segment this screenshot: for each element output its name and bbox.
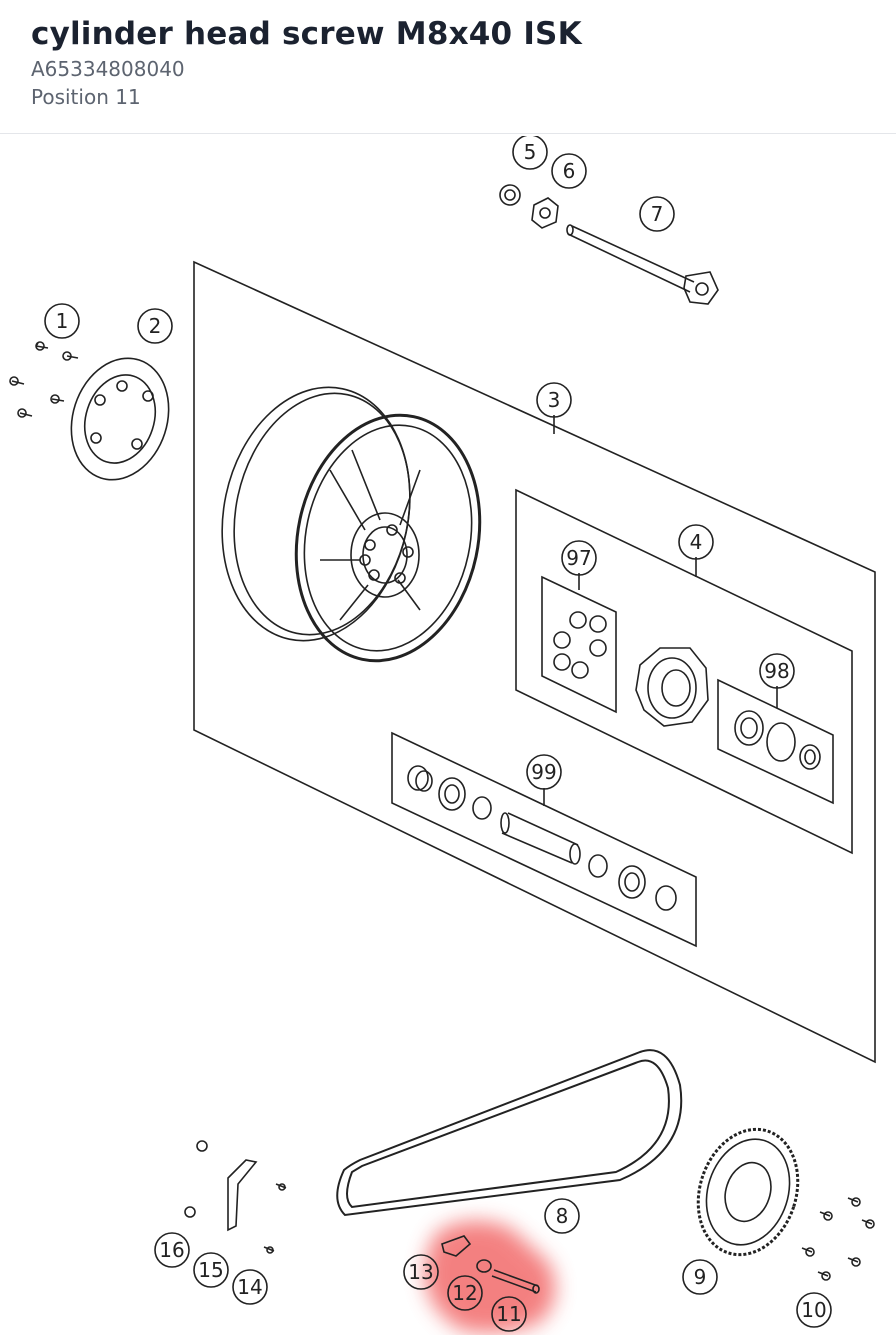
callout-label: 6 bbox=[563, 159, 576, 183]
callout-6[interactable]: 6 bbox=[551, 153, 587, 189]
axle-nut bbox=[499, 184, 521, 206]
part-title: cylinder head screw M8x40 ISK bbox=[31, 16, 582, 52]
callout-7[interactable]: 7 bbox=[639, 196, 675, 232]
callout-label: 11 bbox=[496, 1302, 521, 1326]
callout-label: 5 bbox=[524, 140, 537, 164]
callout-label: 2 bbox=[149, 314, 162, 338]
spacers-99 bbox=[407, 765, 677, 911]
callout-label: 9 bbox=[694, 1265, 707, 1289]
callout-2[interactable]: 2 bbox=[137, 308, 173, 344]
diagram-linework bbox=[9, 184, 876, 1294]
callout-circle[interactable] bbox=[682, 1259, 718, 1295]
chain-guard-bracket bbox=[184, 1140, 287, 1254]
callout-label: 8 bbox=[556, 1204, 569, 1228]
callout-16[interactable]: 16 bbox=[154, 1232, 190, 1268]
callout-label: 1 bbox=[56, 309, 69, 333]
brake-disc bbox=[70, 357, 170, 481]
callout-label: 99 bbox=[531, 760, 556, 784]
callout-circle[interactable] bbox=[796, 1292, 832, 1328]
callout-circle[interactable] bbox=[232, 1269, 268, 1305]
bearings-97 bbox=[553, 611, 607, 679]
callout-label: 7 bbox=[651, 202, 664, 226]
callout-1[interactable]: 1 bbox=[44, 303, 80, 339]
sprocket-carrier bbox=[635, 647, 709, 727]
callout-circle[interactable] bbox=[154, 1232, 190, 1268]
callout-circle[interactable] bbox=[536, 382, 572, 418]
callout-label: 16 bbox=[159, 1238, 184, 1262]
seals-98 bbox=[734, 710, 821, 770]
callout-label: 4 bbox=[690, 530, 703, 554]
callout-label: 13 bbox=[408, 1260, 433, 1284]
callout-9[interactable]: 9 bbox=[682, 1259, 718, 1295]
callout-circle[interactable] bbox=[491, 1296, 527, 1332]
bearing-set-97-frame bbox=[541, 575, 617, 714]
callout-label: 14 bbox=[237, 1275, 262, 1299]
rear-wheel-rim bbox=[221, 386, 482, 663]
disc-screws bbox=[9, 341, 79, 418]
drive-chain bbox=[336, 1049, 683, 1217]
callout-circle[interactable] bbox=[44, 303, 80, 339]
callout-4[interactable]: 4 bbox=[678, 524, 714, 560]
callout-3[interactable]: 3 bbox=[536, 382, 572, 418]
callout-circle[interactable] bbox=[639, 196, 675, 232]
callout-circle[interactable] bbox=[447, 1275, 483, 1311]
callout-10[interactable]: 10 bbox=[796, 1292, 832, 1328]
callout-11[interactable]: 11 bbox=[491, 1296, 527, 1332]
part-header: cylinder head screw M8x40 ISK A653348080… bbox=[0, 0, 896, 134]
callout-circle[interactable] bbox=[403, 1254, 439, 1290]
bearing-set-98-frame bbox=[717, 678, 834, 805]
wheel-axle bbox=[566, 224, 719, 305]
callout-label: 12 bbox=[452, 1281, 477, 1305]
callout-circle[interactable] bbox=[544, 1198, 580, 1234]
bearing-set-99-frame bbox=[391, 731, 697, 948]
callout-circle[interactable] bbox=[526, 754, 562, 790]
callout-8[interactable]: 8 bbox=[544, 1198, 580, 1234]
callout-label: 10 bbox=[801, 1298, 826, 1322]
callout-12[interactable]: 12 bbox=[447, 1275, 483, 1311]
hub-frame bbox=[515, 488, 853, 855]
callout-5[interactable]: 5 bbox=[512, 136, 548, 170]
callout-circle[interactable] bbox=[512, 136, 548, 170]
selected-position-highlight bbox=[424, 1220, 556, 1333]
callout-circle[interactable] bbox=[551, 153, 587, 189]
part-number: A65334808040 bbox=[31, 57, 185, 81]
callout-97[interactable]: 97 bbox=[561, 540, 597, 576]
callout-15[interactable]: 15 bbox=[193, 1252, 229, 1288]
callout-circle[interactable] bbox=[561, 540, 597, 576]
callout-label: 15 bbox=[198, 1258, 223, 1282]
rear-sprocket bbox=[696, 1127, 800, 1257]
sprocket-screws bbox=[801, 1197, 875, 1281]
callout-13[interactable]: 13 bbox=[403, 1254, 439, 1290]
chain-slider-parts bbox=[441, 1235, 540, 1294]
callout-99[interactable]: 99 bbox=[526, 754, 562, 790]
callout-label: 3 bbox=[548, 388, 561, 412]
callout-circle[interactable] bbox=[759, 653, 795, 689]
chain-adjuster bbox=[531, 197, 559, 229]
part-position: Position 11 bbox=[31, 85, 141, 109]
callout-14[interactable]: 14 bbox=[232, 1269, 268, 1305]
callout-label: 98 bbox=[764, 659, 789, 683]
callout-circle[interactable] bbox=[193, 1252, 229, 1288]
callout-label: 97 bbox=[566, 546, 591, 570]
callout-98[interactable]: 98 bbox=[759, 653, 795, 689]
wheel-assembly-frame bbox=[193, 260, 876, 1064]
callout-circle[interactable] bbox=[137, 308, 173, 344]
callout-circle[interactable] bbox=[678, 524, 714, 560]
